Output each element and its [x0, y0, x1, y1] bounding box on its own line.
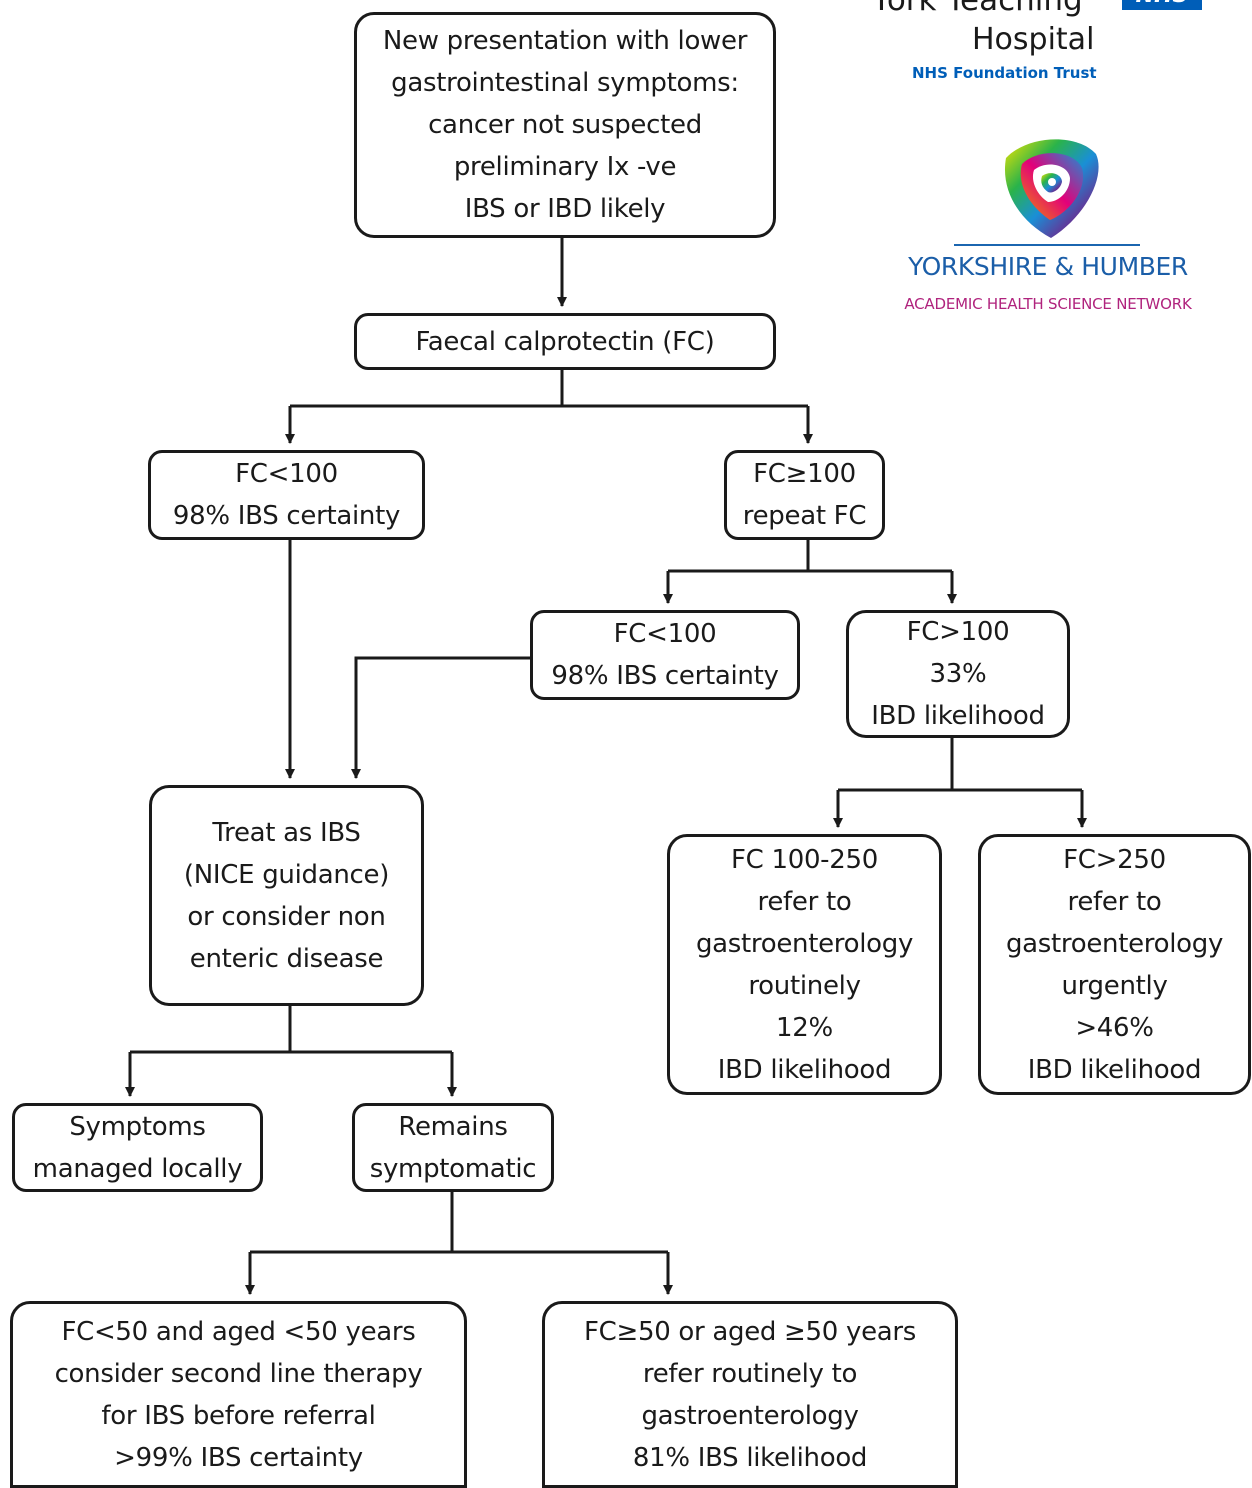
node-text-line: gastrointestinal symptoms:	[391, 68, 739, 98]
fc-high-node: FC≥100 repeat FC	[724, 450, 885, 540]
node-text-line: routinely	[748, 970, 861, 1001]
node-text-line: Faecal calprotectin (FC)	[415, 326, 715, 357]
node-text-line: 12%	[776, 1012, 833, 1043]
nhs-badge-text: NHS	[1122, 0, 1202, 10]
node-text-line: gastroenterology	[1005, 928, 1224, 959]
node-text-line: FC<100	[235, 459, 338, 489]
trust-subtitle: NHS Foundation Trust	[912, 64, 1097, 82]
node-text-line: FC≥50 or aged ≥50 years	[583, 1316, 917, 1347]
node-text-line: repeat FC	[742, 501, 867, 531]
fc-test-node: Faecal calprotectin (FC)	[354, 313, 776, 370]
node-text-line: refer to	[1067, 886, 1162, 917]
ahsn-subtitle: ACADEMIC HEALTH SCIENCE NETWORK	[904, 295, 1192, 313]
ahsn-divider	[954, 244, 1140, 246]
node-text-line: FC≥100	[753, 459, 856, 489]
node-text-line: symptomatic	[369, 1153, 537, 1184]
node-text-line: (NICE guidance)	[183, 859, 390, 890]
node-text-line: urgently	[1061, 970, 1168, 1001]
ahsn-rose-logo-icon	[1004, 139, 1099, 238]
node-text-line: gastroenterology	[641, 1400, 859, 1431]
node-text-line: IBS or IBD likely	[464, 194, 666, 224]
node-text-line: 98% IBS certainty	[172, 501, 401, 531]
node-text-line: FC 100-250	[730, 844, 878, 875]
connector-treat-split	[130, 1006, 452, 1054]
node-text-line: cancer not suspected	[428, 110, 702, 140]
treat-ibs-node: Treat as IBS (NICE guidance) or consider n…	[149, 785, 424, 1006]
node-text-line: 33%	[929, 659, 987, 689]
connector-fc-split	[290, 370, 808, 408]
node-text-line: IBD likelihood	[871, 701, 1045, 731]
node-text-line: Remains	[398, 1111, 508, 1142]
repeat-low-node: FC<100 98% IBS certainty	[530, 610, 800, 700]
node-text-line: IBD likelihood	[1027, 1054, 1202, 1085]
node-text-line: FC>250	[1063, 844, 1166, 875]
node-text-line: or consider non	[187, 901, 386, 932]
connector-remains-split	[250, 1192, 668, 1254]
node-text-line: >46%	[1075, 1012, 1154, 1043]
node-text-line: New presentation with lower	[382, 26, 748, 56]
node-text-line: FC<50 and aged <50 years	[61, 1316, 416, 1347]
node-text-line: preliminary Ix -ve	[453, 152, 677, 182]
remains-symptomatic-node: Remains symptomatic	[352, 1103, 554, 1192]
connector-repeat-split	[668, 539, 952, 573]
start-node: New presentation with lower gastrointesti…	[354, 12, 776, 238]
node-text-line: managed locally	[32, 1153, 243, 1184]
refer-routinely-node: FC≥50 or aged ≥50 years refer routinely t…	[542, 1301, 958, 1488]
node-text-line: >99% IBS certainty	[114, 1442, 363, 1473]
node-text-line: refer routinely to	[642, 1358, 858, 1389]
connector-ibd-split	[838, 738, 1082, 792]
node-text-line: enteric disease	[189, 943, 384, 974]
node-text-line: FC<100	[613, 619, 717, 649]
node-text-line: Treat as IBS	[212, 817, 361, 848]
node-text-line: IBD likelihood	[717, 1054, 892, 1085]
nhs-trust-logo: York Teaching NHS Hospital NHS Foundatio…	[860, 0, 1252, 92]
managed-locally-node: Symptoms managed locally	[12, 1103, 263, 1192]
node-text-line: gastroenterology	[695, 928, 914, 959]
node-text-line: for IBS before referral	[101, 1400, 376, 1431]
node-text-line: refer to	[757, 886, 852, 917]
repeat-high-node: FC>100 33% IBD likelihood	[846, 610, 1070, 738]
node-text-line: FC>100	[906, 617, 1010, 647]
node-text-line: 81% IBS likelihood	[632, 1442, 868, 1473]
fc-100-250-node: FC 100-250 refer to gastroenterology routin…	[667, 834, 942, 1095]
nhs-badge: NHS	[1122, 0, 1202, 10]
node-text-line: Symptoms	[69, 1111, 206, 1142]
fc-low-node: FC<100 98% IBS certainty	[148, 450, 425, 540]
node-text-line: 98% IBS certainty	[551, 661, 779, 691]
fc-over-250-node: FC>250 refer to gastroenterology urgently >4…	[978, 834, 1251, 1095]
second-line-node: FC<50 and aged <50 years consider second …	[10, 1301, 467, 1488]
ahsn-name: YORKSHIRE & HUMBER	[908, 252, 1188, 281]
node-text-line: consider second line therapy	[54, 1358, 423, 1389]
trust-name-line1: York Teaching	[872, 0, 1083, 18]
connector-repeat-low-to-treat	[351, 656, 530, 779]
trust-name-line2: Hospital	[972, 22, 1095, 57]
